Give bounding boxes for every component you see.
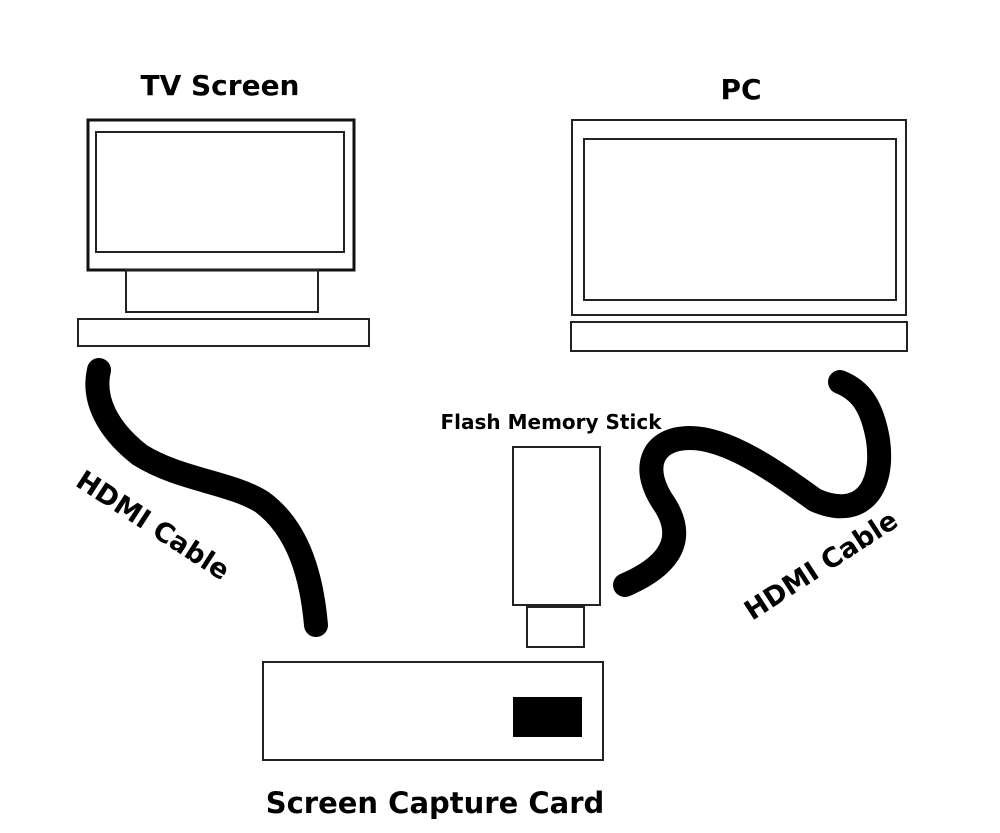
tv-screen-label: TV Screen	[140, 69, 299, 102]
tv-stand-neck	[125, 269, 319, 313]
hdmi-cable-right	[613, 370, 892, 597]
tv-display	[95, 131, 345, 253]
flash-memory-stick: Flash Memory Stick	[440, 410, 662, 648]
pc: PC	[570, 73, 908, 352]
flash-stick-connector	[526, 606, 585, 648]
hdmi-cable-right-label: HDMI Cable	[739, 505, 904, 627]
tv-bezel	[86, 118, 356, 272]
pc-monitor-display	[583, 138, 897, 301]
pc-label: PC	[720, 73, 761, 106]
pc-base	[570, 321, 908, 352]
flash-memory-stick-label: Flash Memory Stick	[440, 410, 662, 434]
tv-stand-base	[77, 318, 370, 347]
flash-stick-body	[512, 446, 601, 606]
pc-monitor-bezel	[571, 119, 907, 316]
screen-capture-card-label: Screen Capture Card	[266, 786, 605, 820]
capture-card-port	[513, 697, 582, 737]
tv-screen: TV Screen	[77, 69, 370, 347]
screen-capture-card: Screen Capture Card	[262, 661, 605, 820]
capture-card-body	[262, 661, 604, 761]
hdmi-cable-left	[85, 358, 328, 637]
